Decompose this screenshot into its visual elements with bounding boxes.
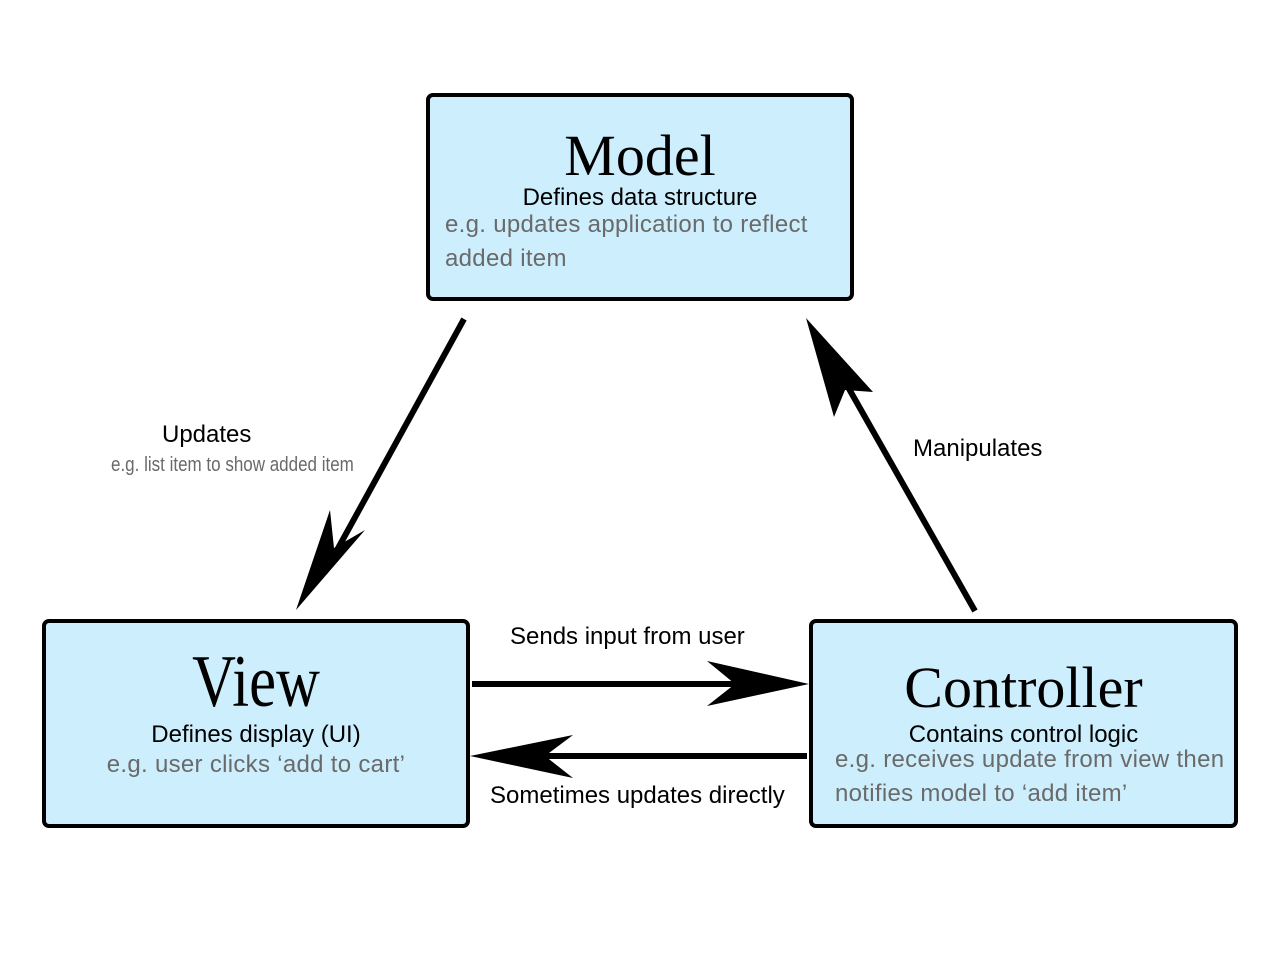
view-subtitle: Defines display (UI) [151, 721, 361, 748]
manipulates-label: Manipulates [913, 435, 1043, 462]
view-box: View Defines display (UI) e.g. user clic… [42, 619, 470, 828]
view-title: View [192, 641, 320, 723]
arrow-model-to-view [296, 317, 467, 610]
sends-input-label: Sends input from user [510, 623, 745, 650]
controller-subtitle: Contains control logic [908, 721, 1139, 748]
model-subtitle: Defines data structure [522, 184, 758, 211]
model-title: Model [564, 123, 716, 188]
model-box: Model Defines data structure e.g. update… [426, 93, 854, 301]
controller-box: Controller Contains control logic e.g. r… [809, 619, 1238, 828]
updates-example: e.g. list item to show added item [111, 454, 354, 476]
arrow-controller-to-model [806, 318, 978, 613]
view-example: e.g. user clicks ‘add to cart’ [106, 751, 406, 778]
updates-label: Updates [162, 421, 252, 448]
arrow-view-to-controller [472, 661, 809, 706]
controller-example: e.g. receives update from view then noti… [835, 746, 1225, 807]
sometimes-updates-label: Sometimes updates directly [490, 782, 785, 809]
arrow-controller-to-view [470, 735, 807, 778]
controller-title: Controller [904, 655, 1143, 720]
model-example: e.g. updates application to reflect adde… [445, 211, 808, 272]
